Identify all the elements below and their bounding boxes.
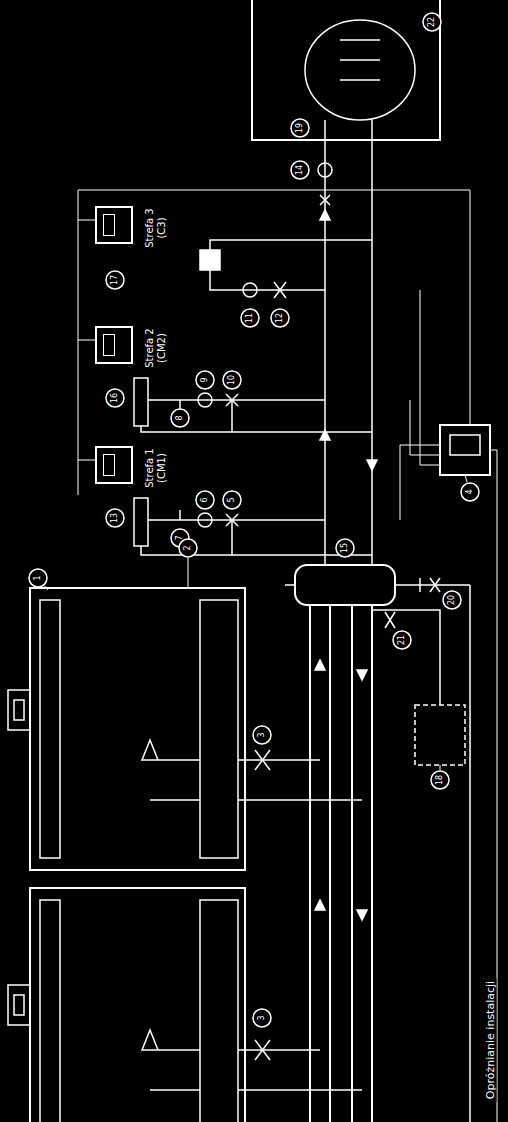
callout-circle	[423, 13, 441, 31]
callout-number: 6	[201, 497, 209, 502]
callout-number: 15	[341, 543, 349, 553]
callout-circle	[241, 309, 259, 327]
callout-number: 22	[428, 17, 436, 27]
callout-circle	[443, 591, 461, 609]
zone-thermostat: Strefa 1 (CM1)	[92, 438, 176, 498]
callout-circle	[223, 371, 241, 389]
callout-number: 12	[276, 313, 284, 323]
callout-number: 9	[201, 377, 209, 382]
callout-number: 13	[111, 513, 119, 523]
callout-number: 8	[176, 415, 184, 420]
callout-number: 17	[111, 275, 119, 285]
note-text: Opróżnianie instalacji	[484, 978, 497, 1102]
leader-line	[188, 558, 189, 588]
callout-number: 5	[228, 497, 236, 502]
callout-number: 3	[258, 1015, 266, 1020]
callout-circle	[336, 539, 354, 557]
callout-circle	[196, 491, 214, 509]
callout-circle	[291, 119, 309, 137]
callout-number: 7	[176, 535, 184, 540]
zone-label: Strefa 1 (CM1)	[144, 438, 168, 498]
callout-number: 2	[184, 545, 192, 550]
callout-number: 10	[228, 375, 236, 385]
leader-line	[44, 586, 48, 590]
callout-number: 16	[111, 393, 119, 403]
callout-number: 18	[436, 775, 444, 785]
callout-number: 1	[34, 575, 42, 580]
callout-number: 19	[296, 123, 304, 133]
thermostat-box	[95, 326, 133, 364]
callout-circle	[106, 271, 124, 289]
callout-circle	[179, 539, 197, 557]
zone-thermostat: Strefa 2 (CM2)	[92, 318, 176, 378]
callout-circle	[431, 771, 449, 789]
thermostat-box	[95, 206, 133, 244]
callout-number: 20	[448, 595, 456, 605]
callout-circle	[271, 309, 289, 327]
callout-circle	[171, 409, 189, 427]
callout-number: 3	[258, 732, 266, 737]
thermostat-box	[95, 446, 133, 484]
callout-circle	[291, 161, 309, 179]
callout-circle	[253, 1009, 271, 1027]
callout-circle	[196, 371, 214, 389]
callout-number: 21	[398, 635, 406, 645]
callout-circle	[29, 569, 47, 587]
callout-number: 11	[246, 313, 254, 323]
callout-number: 4	[466, 489, 474, 494]
callout-circle	[223, 491, 241, 509]
callout-circle	[393, 631, 411, 649]
leader-line	[440, 765, 441, 770]
zone-label: Strefa 2 (CM2)	[144, 318, 168, 378]
callout-number: 14	[296, 165, 304, 175]
zone-thermostat: Strefa 3 (C3)	[92, 198, 176, 258]
callout-circle	[253, 726, 271, 744]
zone-label: Strefa 3 (C3)	[144, 198, 168, 258]
callout-circle	[461, 483, 479, 501]
callout-circle	[106, 389, 124, 407]
callout-circle	[106, 509, 124, 527]
leader-line	[465, 475, 467, 482]
